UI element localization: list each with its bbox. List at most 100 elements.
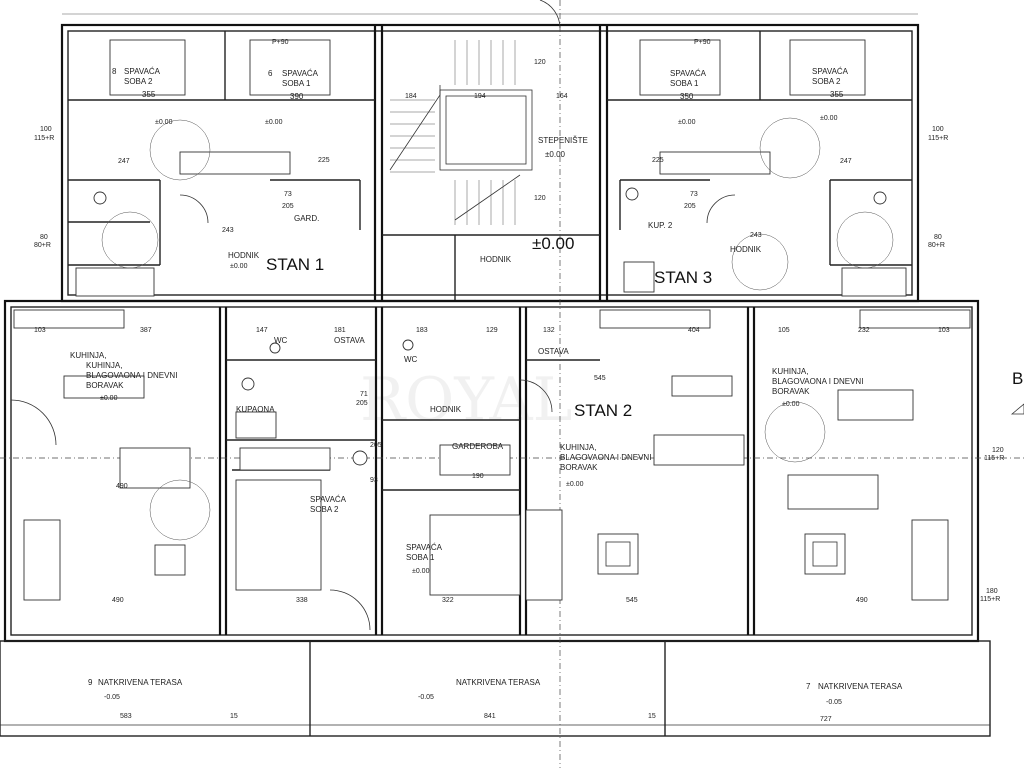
svg-text:105: 105 <box>778 327 790 334</box>
svg-text:115+R: 115+R <box>984 455 1004 462</box>
svg-text:490: 490 <box>856 597 868 604</box>
svg-text:247: 247 <box>118 158 130 165</box>
stair-run <box>389 40 533 225</box>
svg-text:243: 243 <box>750 232 762 239</box>
svg-text:180: 180 <box>986 588 998 595</box>
svg-text:120: 120 <box>534 59 546 66</box>
svg-text:225: 225 <box>318 157 330 164</box>
room-label: KUHINJA, <box>560 443 596 452</box>
room-label: BORAVAK <box>86 381 124 390</box>
svg-text:205: 205 <box>282 203 294 210</box>
room-label: HODNIK <box>430 405 462 414</box>
terrace-number: 9 <box>88 678 93 687</box>
svg-text:100: 100 <box>932 126 944 133</box>
room-label: SOBA 1 <box>670 79 699 88</box>
room-label: SOBA 1 <box>282 79 311 88</box>
dim-label: 355 <box>830 90 844 99</box>
svg-text:164: 164 <box>556 93 568 100</box>
room-label: SOBA 2 <box>310 505 339 514</box>
svg-text:129: 129 <box>486 327 498 334</box>
level-label: -0.05 <box>826 699 842 706</box>
level-label: ±0.00 <box>782 401 800 408</box>
level-label: ±0.00 <box>678 119 696 126</box>
room-label: HODNIK <box>730 245 762 254</box>
svg-text:80: 80 <box>934 234 942 241</box>
svg-text:387: 387 <box>140 327 152 334</box>
level-label: ±0.00 <box>155 119 173 126</box>
furniture <box>13 39 971 601</box>
svg-text:583: 583 <box>120 713 132 720</box>
stair-label: STEPENIŠTE <box>538 136 588 145</box>
svg-text:100: 100 <box>40 126 52 133</box>
room-label: 8 <box>112 67 117 76</box>
room-label: SOBA 2 <box>812 77 841 86</box>
svg-text:115+R: 115+R <box>980 596 1000 603</box>
dim-label: 390 <box>290 92 304 101</box>
room-label: KUHINJA, <box>772 367 808 376</box>
terrace-label: NATKRIVENA TERASA <box>98 678 183 687</box>
terrace-label: NATKRIVENA TERASA <box>456 678 541 687</box>
svg-text:15: 15 <box>230 713 238 720</box>
svg-text:103: 103 <box>938 327 950 334</box>
svg-text:115+R: 115+R <box>928 135 948 142</box>
svg-text:247: 247 <box>840 158 852 165</box>
svg-text:P+90: P+90 <box>694 39 711 46</box>
svg-text:322: 322 <box>442 597 454 604</box>
svg-text:184: 184 <box>405 93 417 100</box>
svg-text:490: 490 <box>116 483 128 490</box>
room-label: SOBA 2 <box>124 77 153 86</box>
room-label: BLAGOVAONA I DNEVNI <box>772 377 863 386</box>
level-label: ±0.00 <box>412 568 430 575</box>
room-label: WC <box>274 336 288 345</box>
svg-text:194: 194 <box>474 93 486 100</box>
level-label: -0.05 <box>418 694 434 701</box>
stair-level: ±0.00 <box>545 150 566 159</box>
svg-text:205: 205 <box>684 203 696 210</box>
level-label: ±0.00 <box>820 115 838 122</box>
room-label: KUP. 2 <box>648 221 673 230</box>
room-label: SPAVAĆA <box>124 67 161 76</box>
svg-text:181: 181 <box>334 327 346 334</box>
section-marker: B <box>1012 369 1023 388</box>
svg-text:93: 93 <box>370 477 378 484</box>
room-label: WC <box>404 355 418 364</box>
section-arrow <box>1010 403 1024 415</box>
svg-text:132: 132 <box>543 327 555 334</box>
svg-text:404: 404 <box>688 327 700 334</box>
svg-text:205: 205 <box>370 442 382 449</box>
room-label: BORAVAK <box>772 387 810 396</box>
room-label: BORAVAK <box>560 463 598 472</box>
door-swings <box>10 0 736 631</box>
stan1-label: STAN 1 <box>266 255 324 274</box>
svg-text:80+R: 80+R <box>34 242 51 249</box>
terrace-number: 7 <box>806 682 811 691</box>
level-label: ±0.00 <box>100 395 118 402</box>
svg-text:80+R: 80+R <box>928 242 945 249</box>
room-label: SPAVAĆA <box>282 69 319 78</box>
svg-text:545: 545 <box>594 375 606 382</box>
svg-text:P+90: P+90 <box>272 39 289 46</box>
room-label: SPAVAĆA <box>406 543 443 552</box>
svg-text:103: 103 <box>34 327 46 334</box>
stan2-label: STAN 2 <box>574 401 632 420</box>
room-label: BLAGOVAONA I DNEVNI <box>86 371 177 380</box>
room-label: KUPAONA <box>236 405 275 414</box>
level-label: ±0.00 <box>265 119 283 126</box>
svg-text:120: 120 <box>992 447 1004 454</box>
room-label: OSTAVA <box>334 336 365 345</box>
svg-text:115+R: 115+R <box>34 135 54 142</box>
hodnik-stair: HODNIK <box>480 255 512 264</box>
svg-text:71: 71 <box>360 391 368 398</box>
svg-text:80: 80 <box>40 234 48 241</box>
svg-text:205: 205 <box>356 400 368 407</box>
svg-text:243: 243 <box>222 227 234 234</box>
svg-text:727: 727 <box>820 716 832 723</box>
room-label: BLAGOVAONA I DNEVNI <box>560 453 651 462</box>
svg-text:190: 190 <box>472 473 484 480</box>
room-label: SPAVAĆA <box>670 69 707 78</box>
svg-text:15: 15 <box>648 713 656 720</box>
svg-text:147: 147 <box>256 327 268 334</box>
room-label: SPAVAĆA <box>310 495 347 504</box>
level-label: -0.05 <box>104 694 120 701</box>
